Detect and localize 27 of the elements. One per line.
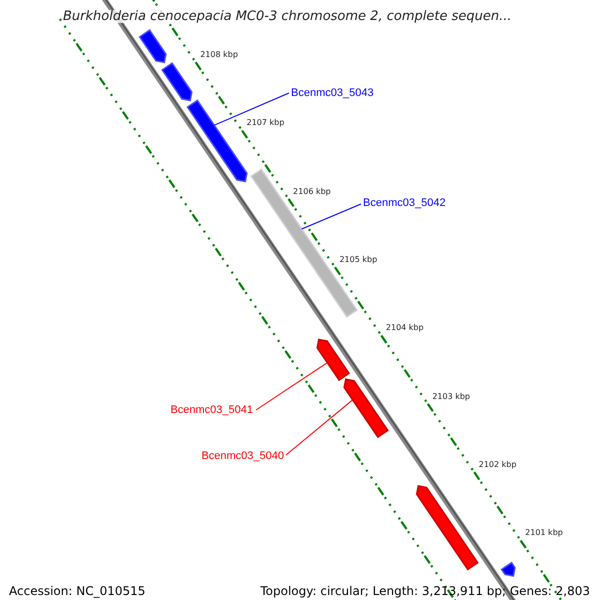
gene-segment xyxy=(138,29,167,64)
gene-segment xyxy=(416,485,479,571)
gene-segment xyxy=(343,378,389,438)
scale-label: 2101 kbp xyxy=(525,529,563,538)
title: Burkholderia cenocepacia MC0-3 chromosome 2, complete sequen... xyxy=(63,10,512,23)
gene-segment xyxy=(161,62,193,102)
scale-label: 2104 kbp xyxy=(386,324,424,332)
summary-text: Topology: circular; Length: 3,213,911 bp; Genes: 2,803 xyxy=(260,585,590,597)
gene-label: Bcenmc03_5043 xyxy=(291,88,374,99)
scale-label: 2103 kbp xyxy=(432,392,470,401)
gene-segment xyxy=(500,562,516,577)
gene-segment xyxy=(316,338,350,382)
gene-segment xyxy=(186,99,248,182)
leader-line xyxy=(301,204,362,230)
gene-label: Bcenmc03_5040 xyxy=(201,451,284,462)
scale-label: 2105 kbp xyxy=(339,256,378,264)
leader-line xyxy=(214,92,290,126)
gene-label: Bcenmc03_5041 xyxy=(170,405,253,416)
scale-label: 2106 kbp xyxy=(293,188,331,196)
leader-line xyxy=(286,399,354,456)
gene-label: Bcenmc03_5042 xyxy=(363,198,446,209)
scale-label: 2107 kbp xyxy=(246,119,284,128)
accession-text: Accession: NC_010515 xyxy=(9,585,146,597)
scale-label: 2108 kbp xyxy=(200,51,238,59)
scale-label: 2102 kbp xyxy=(478,460,516,469)
gene-segment xyxy=(250,168,358,318)
leader-line xyxy=(256,362,328,410)
